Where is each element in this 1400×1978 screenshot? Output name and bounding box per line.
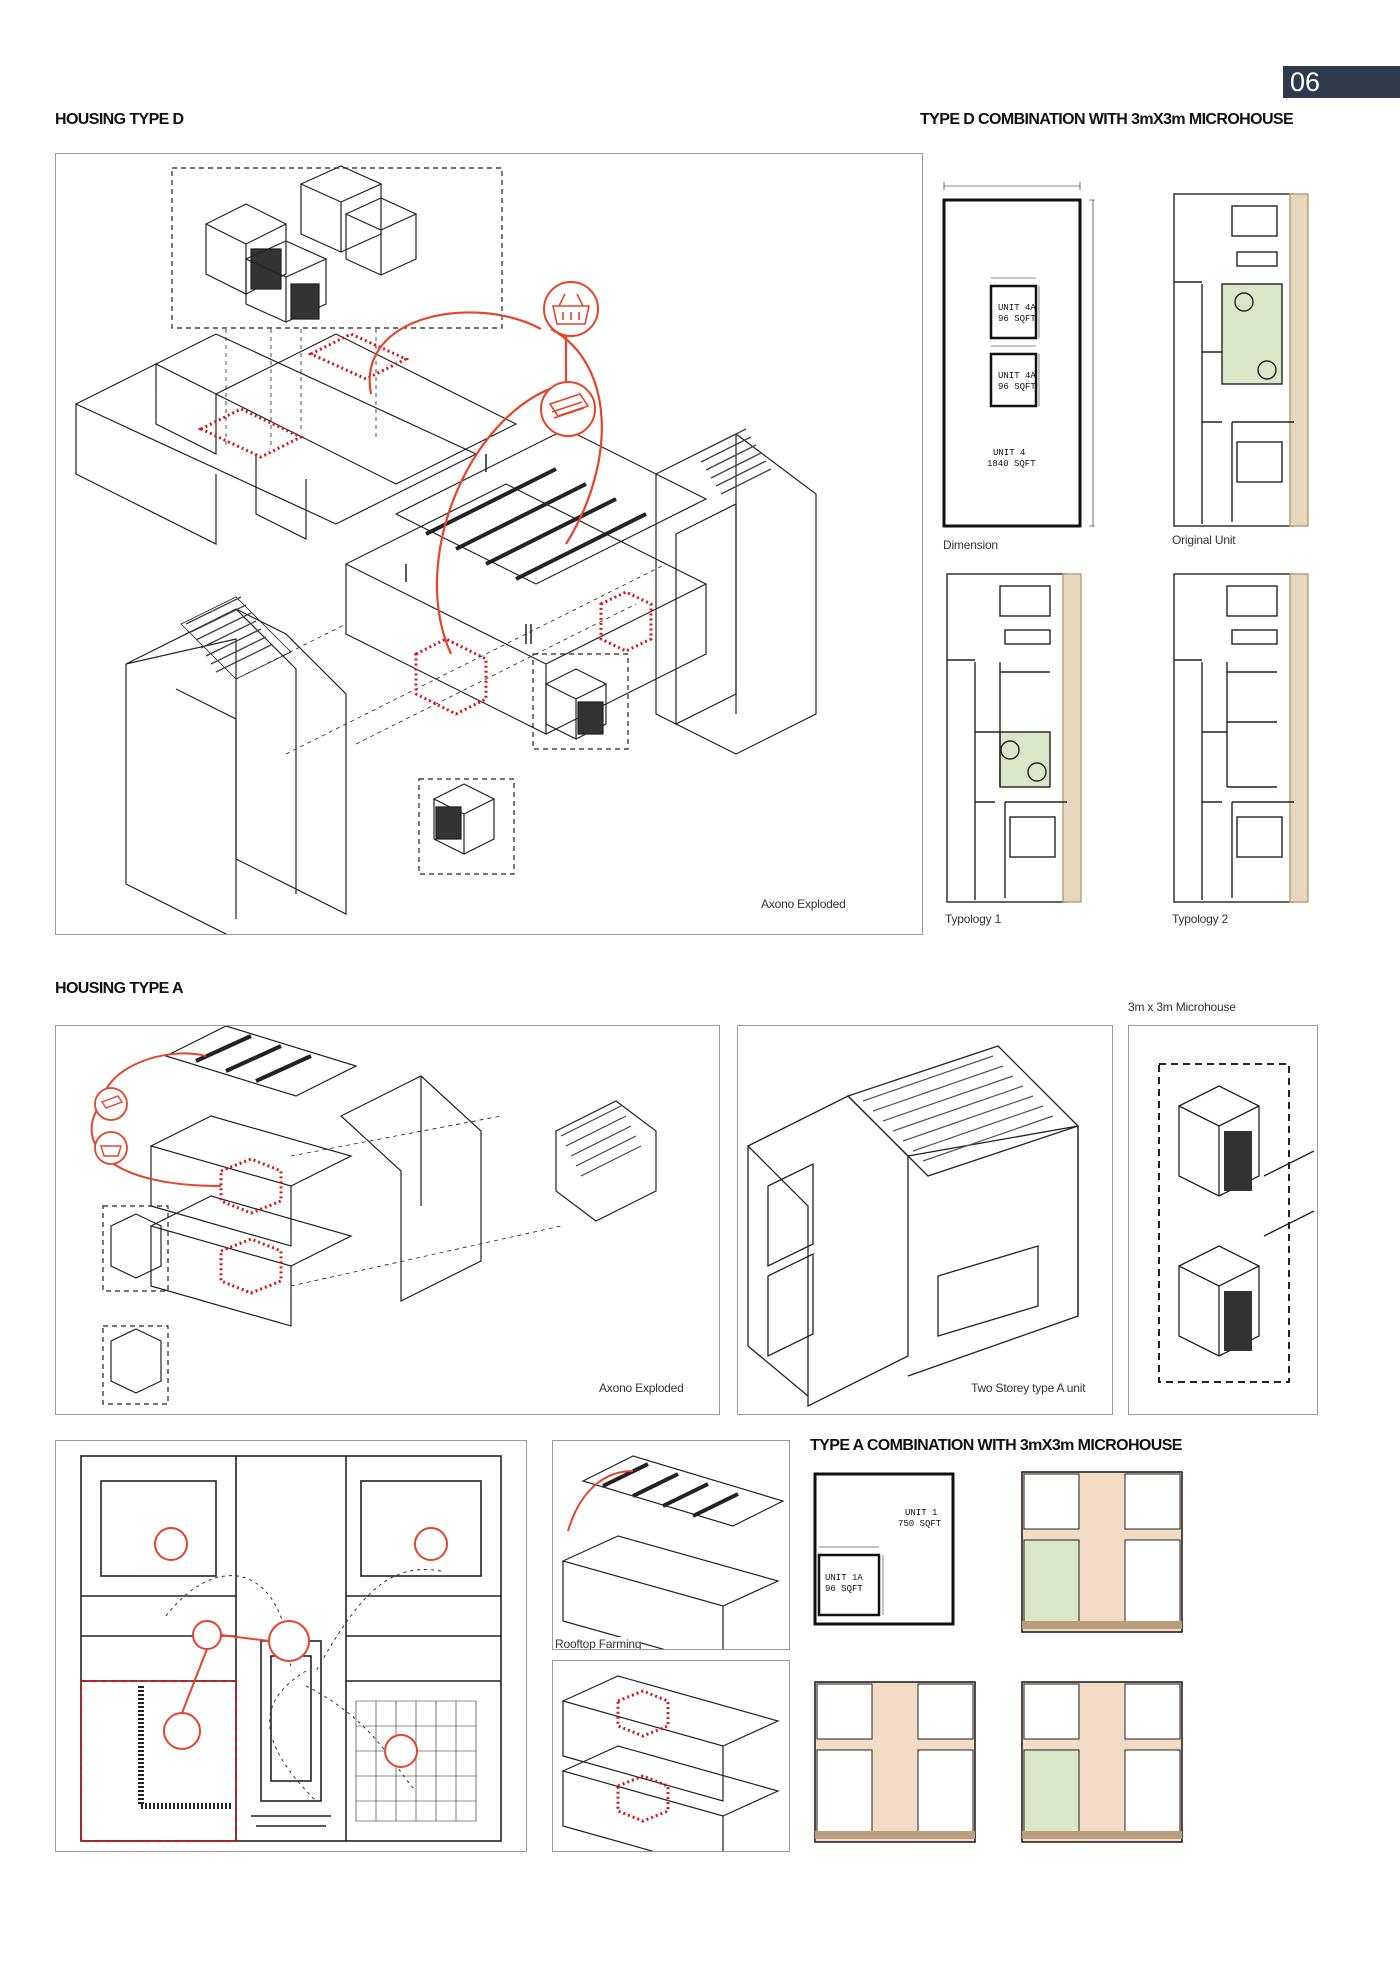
people-meeting-icon xyxy=(268,1620,310,1662)
unit-1-label-b: 750 SQFT xyxy=(898,1519,942,1529)
dimension-plan: UNIT 4A 96 SQFT UNIT 4A 96 SQFT UNIT 4 1… xyxy=(935,170,1095,540)
type-a-plan-2 xyxy=(813,1680,978,1850)
type-a-plan-3 xyxy=(1020,1680,1185,1850)
highlight-zone-2 xyxy=(307,332,410,381)
unit-4a-label-1a: UNIT 4A xyxy=(998,303,1036,313)
combo-a-title: TYPE A COMBINATION WITH 3mX3m MICROHOUSE xyxy=(810,1437,1182,1454)
highlight-zone-1 xyxy=(197,407,305,459)
highlight-zone-a1 xyxy=(219,1157,283,1215)
microhouse-box-6 xyxy=(432,783,496,855)
type-a-floor-plan-panel xyxy=(55,1440,527,1852)
housing-a-axono-caption: Axono Exploded xyxy=(599,1381,684,1395)
people-meeting-icon xyxy=(384,1734,418,1768)
typology-1-plan xyxy=(945,572,1085,907)
typology-1-caption: Typology 1 xyxy=(945,912,1002,926)
housing-d-axono-caption: Axono Exploded xyxy=(761,897,846,911)
microhouse-caption: 3m x 3m Microhouse xyxy=(1128,1000,1236,1014)
unit-4-label-b: 1840 SQFT xyxy=(987,459,1036,469)
unit-1a-label-a: UNIT 1A xyxy=(825,1573,863,1583)
two-storey-panel: Two Storey type A unit xyxy=(737,1025,1113,1415)
money-icon xyxy=(192,1620,222,1650)
microhouse-box-4 xyxy=(344,197,418,276)
basket-icon xyxy=(94,1131,128,1165)
lightbulb-icon xyxy=(163,1712,201,1750)
microhouse-box-5 xyxy=(544,668,608,740)
unit-1-label-a: UNIT 1 xyxy=(905,1508,937,1518)
unit-4a-box-2 xyxy=(989,352,1038,408)
typology-2-plan xyxy=(1172,572,1312,907)
rooftop-farming-caption: Rooftop Farming xyxy=(555,1637,642,1650)
rooftop-farming-panel-1: Rooftop Farming xyxy=(552,1440,790,1650)
planting-bed xyxy=(80,1680,237,1842)
rooftop-farming-panel-2 xyxy=(552,1660,790,1852)
housing-a-title: HOUSING TYPE A xyxy=(55,980,184,997)
highlight-zone-4 xyxy=(599,590,653,653)
unit-1a-label-b: 96 SQFT xyxy=(825,1584,863,1594)
housing-d-axono-panel: Axono Exploded xyxy=(55,153,923,935)
highlight-zone-a2 xyxy=(219,1237,283,1295)
page-number: 06 xyxy=(1290,67,1321,97)
type-a-plan-1 xyxy=(1020,1470,1185,1640)
housing-d-axono-drawing xyxy=(74,165,817,934)
original-unit-caption: Original Unit xyxy=(1172,533,1236,547)
typology-2-caption: Typology 2 xyxy=(1172,912,1229,926)
original-unit-plan xyxy=(1172,192,1312,532)
unit-4a-label-2b: 96 SQFT xyxy=(998,382,1036,392)
unit-4a-label-2a: UNIT 4A xyxy=(998,371,1036,381)
unit-4-label-a: UNIT 4 xyxy=(993,448,1025,458)
people-meeting-icon xyxy=(414,1527,448,1561)
type-a-dimension-plan: UNIT 1 750 SQFT UNIT 1A 96 SQFT xyxy=(813,1470,958,1630)
page-number-tab: 06 xyxy=(1283,66,1400,98)
money-icon xyxy=(540,381,596,437)
unit-4a-label-1b: 96 SQFT xyxy=(998,314,1036,324)
two-storey-caption: Two Storey type A unit xyxy=(971,1381,1086,1395)
microhouse-panel xyxy=(1128,1025,1318,1415)
housing-a-axono-panel: Axono Exploded xyxy=(55,1025,720,1415)
combo-d-title: TYPE D COMBINATION WITH 3mX3m MICROHOUSE xyxy=(920,111,1294,128)
highlight-zone-3 xyxy=(414,637,488,716)
dimension-caption: Dimension xyxy=(943,538,998,552)
people-meeting-icon xyxy=(154,1527,188,1561)
microhouse-box-2 xyxy=(299,165,383,253)
money-icon xyxy=(94,1087,128,1121)
microhouse-box-3 xyxy=(244,240,328,323)
basket-icon xyxy=(543,281,599,337)
housing-d-title: HOUSING TYPE D xyxy=(55,111,184,128)
unit-4a-box-1 xyxy=(989,284,1038,340)
